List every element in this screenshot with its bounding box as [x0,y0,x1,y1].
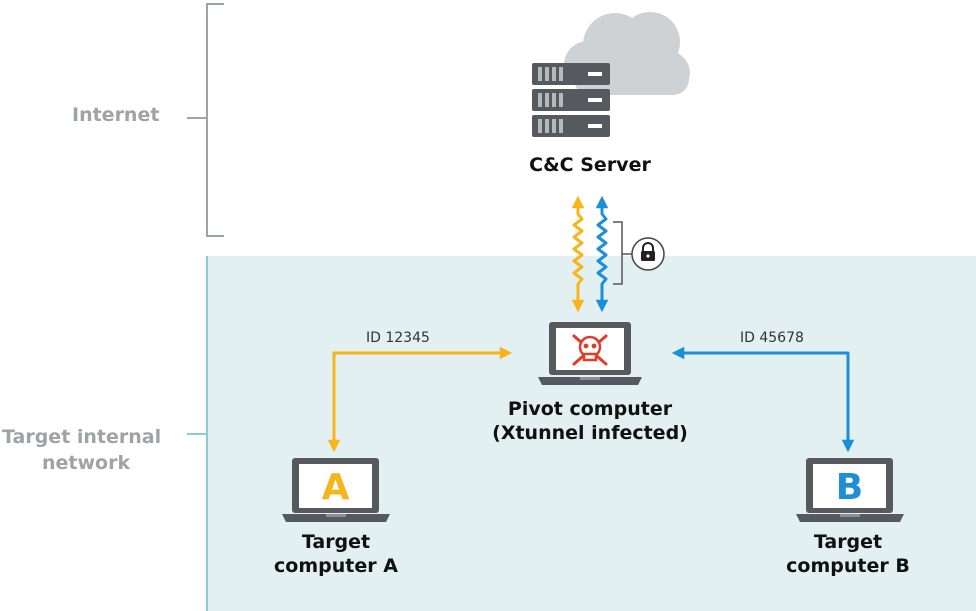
tunnel-arrow-blue [595,195,609,313]
internet-label: Internet [72,104,160,126]
target-b-label-line2: computer B [786,555,910,577]
target-a-letter: A [322,467,350,508]
target-a-label-line2: computer A [274,555,398,577]
lock-icon [631,237,665,271]
skull-icon [572,334,608,366]
internal-network-label-line2: network [42,452,131,474]
target-b-label-line1: Target [813,531,883,553]
laptop-a-icon [282,458,390,522]
link-arrow-b [671,346,855,453]
tunnel-bracket [613,221,623,285]
tunnel-arrow-yellow [571,195,585,313]
server-label: C&C Server [529,154,651,176]
target-b-letter: B [836,467,863,508]
internet-bracket [206,3,224,237]
pivot-label-line1: Pivot computer [507,398,673,420]
server-icon [532,63,610,137]
pivot-label-line2: (Xtunnel infected) [492,422,688,444]
link-b-id-label: ID 45678 [740,330,804,346]
pivot-laptop-icon [538,322,642,385]
target-a-label-line1: Target [301,531,371,553]
link-arrow-a [327,346,513,453]
laptop-b-icon [796,458,904,522]
internal-network-label-line1: Target internal [2,426,162,448]
link-a-id-label: ID 12345 [366,330,430,346]
